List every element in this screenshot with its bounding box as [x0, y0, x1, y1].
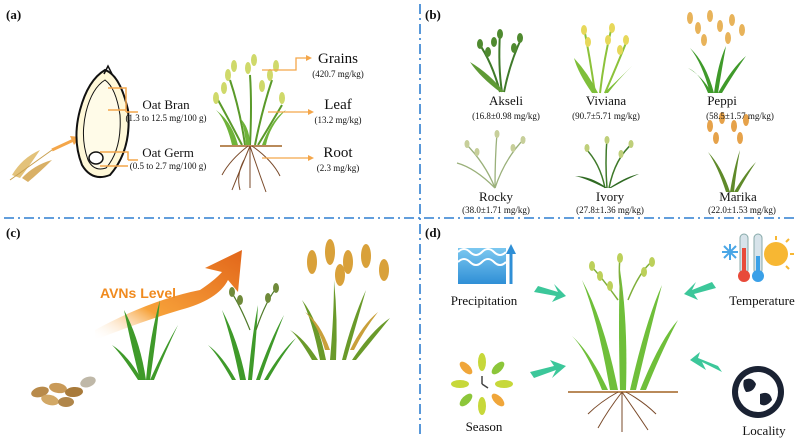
cultivar-marika-name: Marika	[719, 189, 757, 204]
temperature-arrow	[684, 282, 716, 300]
bran-bracket	[108, 87, 138, 113]
precipitation-icon	[457, 244, 516, 284]
oat-bran-label: Oat Bran	[142, 97, 190, 112]
oat-plant-illustration	[213, 54, 286, 193]
cultivar-viviana-value: (90.7±5.71 mg/kg)	[572, 111, 640, 121]
cultivar-viviana-name: Viviana	[585, 93, 627, 108]
oat-kernel-section-icon	[75, 64, 130, 178]
seedling-plant	[112, 300, 178, 380]
viviana-oat-plant	[574, 23, 632, 94]
grains-pointer	[262, 57, 310, 71]
oat-germ-label: Oat Germ	[142, 145, 194, 160]
cultivar-peppi-value: (58.5±1.57 mg/kg)	[706, 111, 774, 121]
cultivar-ivory-value: (27.8±1.36 mg/kg)	[576, 205, 644, 215]
factor-season-label: Season	[465, 419, 503, 434]
oat-bran-value: (1.3 to 12.5 mg/100 g)	[125, 113, 207, 123]
cultivar-rocky-value: (38.0±1.71 mg/kg)	[462, 205, 530, 215]
panel-b-label: (b)	[425, 7, 441, 22]
germ-bracket	[100, 151, 138, 167]
panel-c-label: (c)	[6, 225, 21, 240]
temperature-icon	[722, 233, 794, 282]
oat-germ-value: (0.5 to 2.7 mg/100 g)	[129, 161, 207, 171]
locality-globe-icon	[732, 366, 784, 418]
factor-temperature-label: Temperature	[729, 293, 795, 308]
leaf-pointer-head	[308, 109, 314, 115]
grains-label: Grains	[318, 51, 358, 67]
root-value: (2.3 mg/kg)	[316, 163, 360, 173]
cultivar-akseli-name: Akseli	[489, 93, 523, 108]
cultivar-akseli-value: (16.8±0.98 mg/kg)	[472, 111, 540, 121]
factor-precipitation-label: Precipitation	[450, 293, 518, 308]
precipitation-arrow	[534, 284, 566, 302]
root-pointer-head	[308, 155, 314, 161]
locality-arrow	[690, 352, 722, 372]
cultivar-rocky-name: Rocky	[479, 189, 513, 204]
season-arrow	[530, 360, 566, 378]
panel-a-label: (a)	[6, 7, 22, 22]
oat-seeds-icon	[31, 376, 96, 407]
cultivar-ivory-name: Ivory	[595, 189, 625, 204]
root-label: Root	[323, 145, 353, 161]
central-oat-plant	[568, 253, 678, 432]
panel-d-label: (d)	[425, 225, 441, 240]
cultivar-peppi-name: Peppi	[707, 93, 737, 108]
akseli-oat-plant	[470, 29, 523, 93]
heading-oat-plant	[208, 283, 296, 380]
rocky-oat-plant	[456, 130, 526, 189]
leaf-label: Leaf	[324, 97, 352, 113]
avns-level-label: AVNs Level	[100, 285, 176, 301]
mature-oat-plant	[290, 239, 390, 360]
marika-oat-plant	[707, 112, 756, 192]
grains-value: (420.7 mg/kg)	[312, 69, 364, 79]
ivory-oat-plant	[575, 136, 639, 189]
grains-pointer-head	[306, 55, 312, 61]
season-icon	[451, 353, 513, 415]
oat-grain-spikelet-icon	[9, 149, 53, 182]
leaf-value: (13.2 mg/kg)	[314, 115, 362, 125]
peppi-oat-plant	[687, 10, 746, 93]
avns-level-arrow	[95, 250, 242, 340]
cultivar-marika-value: (22.0±1.53 mg/kg)	[708, 205, 776, 215]
factor-locality-label: Locality	[742, 423, 786, 438]
